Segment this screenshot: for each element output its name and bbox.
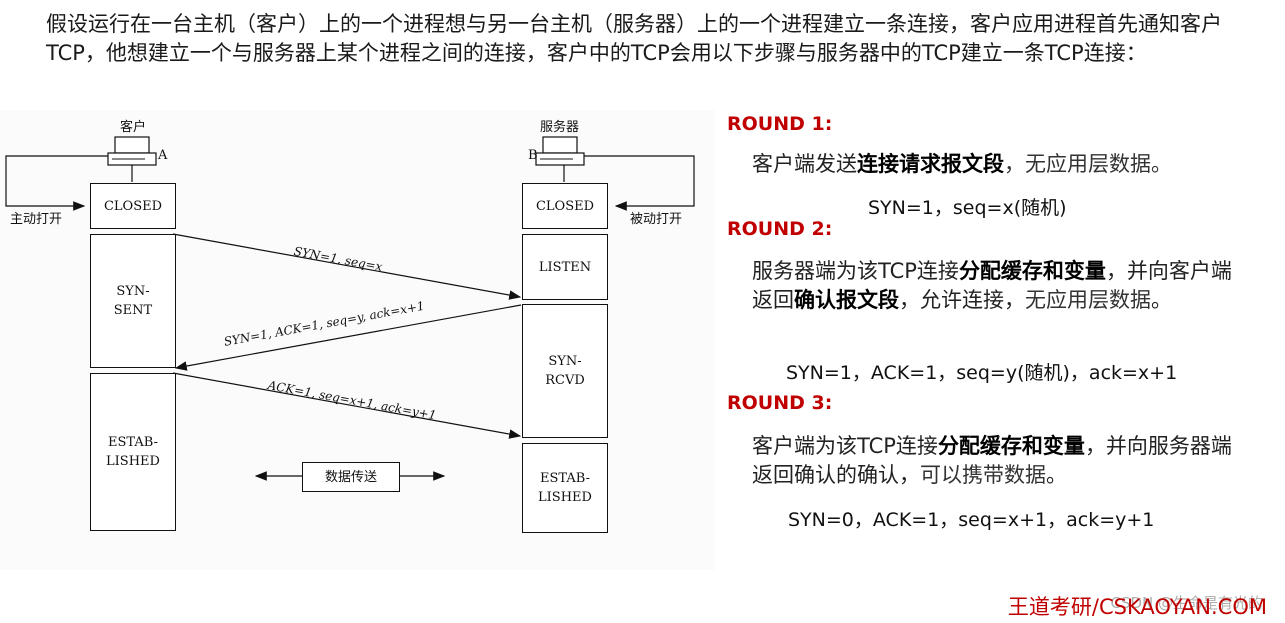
server-state-closed: CLOSED (522, 183, 608, 229)
round-1-formula: SYN=1，seq=x(随机) (868, 197, 1067, 219)
diagram-lines (5, 136, 695, 481)
round-1-text-c: ，无应用层数据。 (1004, 152, 1172, 176)
client-computer-icon (107, 136, 157, 166)
active-open-arrow (5, 155, 108, 211)
round-1-text-b: 连接请求报文段 (857, 152, 1004, 176)
syn-arrow (172, 233, 522, 300)
round-3-text-c: ，并向服务器端返回确认的确认， (752, 434, 1232, 487)
round-3-title: ROUND 3: (727, 392, 833, 414)
round-2-title: ROUND 2: (727, 218, 833, 240)
round-2-text-d: 确认报文段 (794, 288, 899, 312)
data-transfer-box: 数据传送 (302, 462, 400, 492)
client-state-closed: CLOSED (90, 183, 176, 229)
server-label: 服务器 (540, 120, 580, 135)
client-state-established: ESTAB- LISHED (90, 373, 176, 531)
server-computer-icon (535, 136, 585, 166)
round-2-text-g: 。 (1151, 288, 1172, 312)
footer-brand: 王道考研/CSKAOYAN.COM (1007, 595, 1267, 619)
client-letter: A (158, 148, 168, 163)
round-3-text-a: 客户端为该TCP连接 (752, 434, 938, 458)
intro-paragraph: 假设运行在一台主机（客户）上的一个进程想与另一台主机（服务器）上的一个进程建立一… (46, 12, 1222, 65)
ack-arrow (172, 372, 522, 439)
round-2-text-b: 分配缓存和变量 (958, 259, 1106, 283)
round-3-formula: SYN=0，ACK=1，seq=x+1，ack=y+1 (788, 509, 1155, 531)
client-label: 客户 (120, 120, 147, 135)
round-2-text-c: ，并向客户端返回 (752, 259, 1232, 312)
passive-open-label: 被动打开 (630, 212, 683, 227)
round-3-text-d: 可以携带数据 (920, 463, 1046, 487)
round-2-text-a: 服务器端为该TCP连接 (752, 259, 959, 283)
round-3-text-e: 。 (1046, 463, 1067, 487)
round-3-description: 客户端为该TCP连接分配缓存和变量，并向服务器端返回确认的确认，可以携带数据。 (752, 432, 1242, 490)
csdn-watermark: CSDN @生命是有光的 (1110, 594, 1263, 612)
server-state-established: ESTAB- LISHED (522, 443, 608, 533)
syn-ack-arrow (174, 304, 522, 371)
round-1-text-a: 客户端发送 (752, 152, 857, 176)
tcp-handshake-diagram: 客户 服务器 A B 主动打开 被动打开 CLOSED SYN- SENT ES… (0, 110, 715, 570)
round-2-text-f: 无应用层数据 (1025, 288, 1151, 312)
active-open-label: 主动打开 (10, 212, 63, 227)
round-3-text-b: 分配缓存和变量 (937, 434, 1085, 458)
passive-open-arrow (584, 155, 695, 211)
server-state-listen: LISTEN (522, 234, 608, 300)
round-2-description: 服务器端为该TCP连接分配缓存和变量，并向客户端返回确认报文段，允许连接，无应用… (752, 257, 1232, 315)
server-state-syn-rcvd: SYN- RCVD (522, 304, 608, 438)
round-1-title: ROUND 1: (727, 113, 833, 135)
round-1-description: 客户端发送连接请求报文段，无应用层数据。 (752, 150, 1252, 179)
client-state-syn-sent: SYN- SENT (90, 234, 176, 368)
round-2-formula: SYN=1，ACK=1，seq=y(随机)，ack=x+1 (786, 362, 1178, 384)
round-2-text-e: ，允许连接， (899, 288, 1025, 312)
server-letter: B (528, 148, 538, 163)
